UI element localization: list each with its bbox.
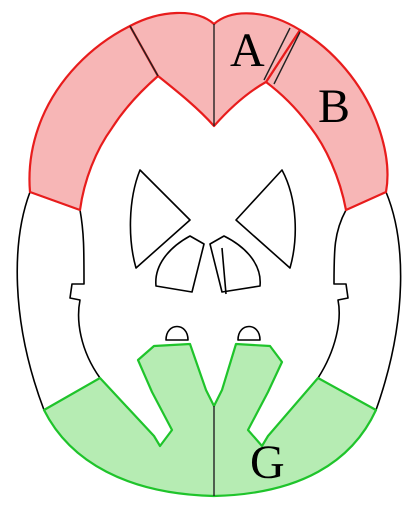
region-b-left — [30, 26, 159, 210]
outer-ring-right-outline — [318, 192, 401, 410]
outer-ring-outline — [17, 192, 100, 410]
ventricle-left-upper — [130, 170, 190, 268]
region-a — [130, 13, 300, 126]
ventricle-right-lower — [210, 236, 260, 292]
label-b: B — [318, 80, 350, 133]
label-g: G — [250, 436, 285, 489]
ventricle-right-upper — [236, 170, 295, 268]
label-a: A — [230, 24, 265, 77]
knob-left — [166, 327, 188, 341]
region-g — [44, 344, 376, 496]
inner-fissure-left — [222, 248, 226, 294]
knob-right — [238, 327, 260, 341]
